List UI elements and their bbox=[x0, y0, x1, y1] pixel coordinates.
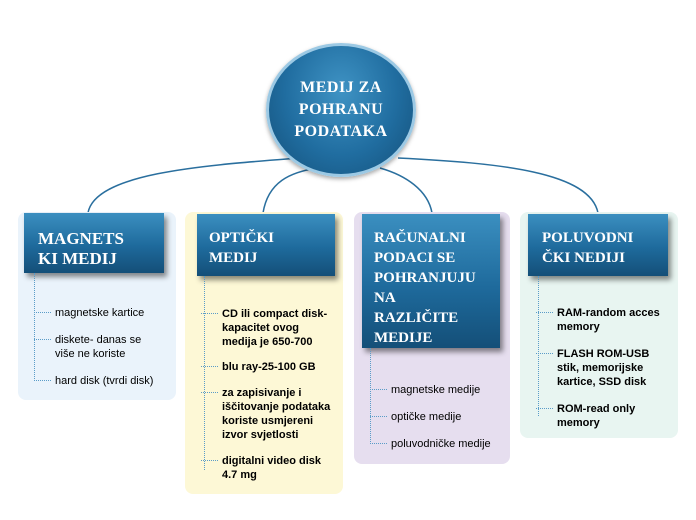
list-item: optičke medije bbox=[370, 410, 506, 424]
list-item: magnetske medije bbox=[370, 383, 506, 397]
list-item: FLASH ROM-USB stik, memorijske kartice, … bbox=[536, 347, 677, 389]
central-title: MEDIJ ZA POHRANU PODATAKA bbox=[294, 79, 388, 140]
list-magnetski: magnetske kartice diskete- danas se više… bbox=[34, 306, 173, 388]
list-item: ROM-read only memory bbox=[536, 402, 677, 430]
header-racunalni: RAČUNALNI PODACI SE POHRANJUJU NA RAZLIČ… bbox=[362, 214, 500, 348]
list-item: za zapisivanje i iščitovanje podataka ko… bbox=[201, 386, 340, 442]
list-opticki: CD ili compact disk- kapacitet ovog medi… bbox=[201, 307, 340, 482]
header-magnetski: MAGNETS KI MEDIJ bbox=[24, 213, 164, 273]
list-racunalni: magnetske medije optičke medije poluvodn… bbox=[370, 383, 506, 451]
connector-opticki bbox=[262, 167, 319, 214]
list-item: diskete- danas se više ne koriste bbox=[34, 333, 173, 361]
list-item: CD ili compact disk- kapacitet ovog medi… bbox=[201, 307, 340, 349]
list-poluvodnicki: RAM-random acces memory FLASH ROM-USB st… bbox=[536, 306, 677, 430]
list-item: RAM-random acces memory bbox=[536, 306, 677, 334]
connector-poluvodnicki bbox=[397, 157, 599, 214]
list-item: blu ray-25-100 GB bbox=[201, 360, 340, 374]
central-node: MEDIJ ZA POHRANU PODATAKA bbox=[266, 43, 416, 177]
list-item: digitalni video disk 4.7 mg bbox=[201, 454, 340, 482]
list-item: magnetske kartice bbox=[34, 306, 173, 320]
header-opticki: OPTIČKI MEDIJ bbox=[197, 214, 335, 276]
connector-magnetski bbox=[87, 157, 301, 214]
header-poluvodnicki: POLUVODNI ČKI NEDIJI bbox=[528, 214, 668, 276]
list-item: hard disk (tvrdi disk) bbox=[34, 374, 173, 388]
connector-racunalni bbox=[379, 167, 433, 214]
list-item: poluvodničke medije bbox=[370, 437, 506, 451]
